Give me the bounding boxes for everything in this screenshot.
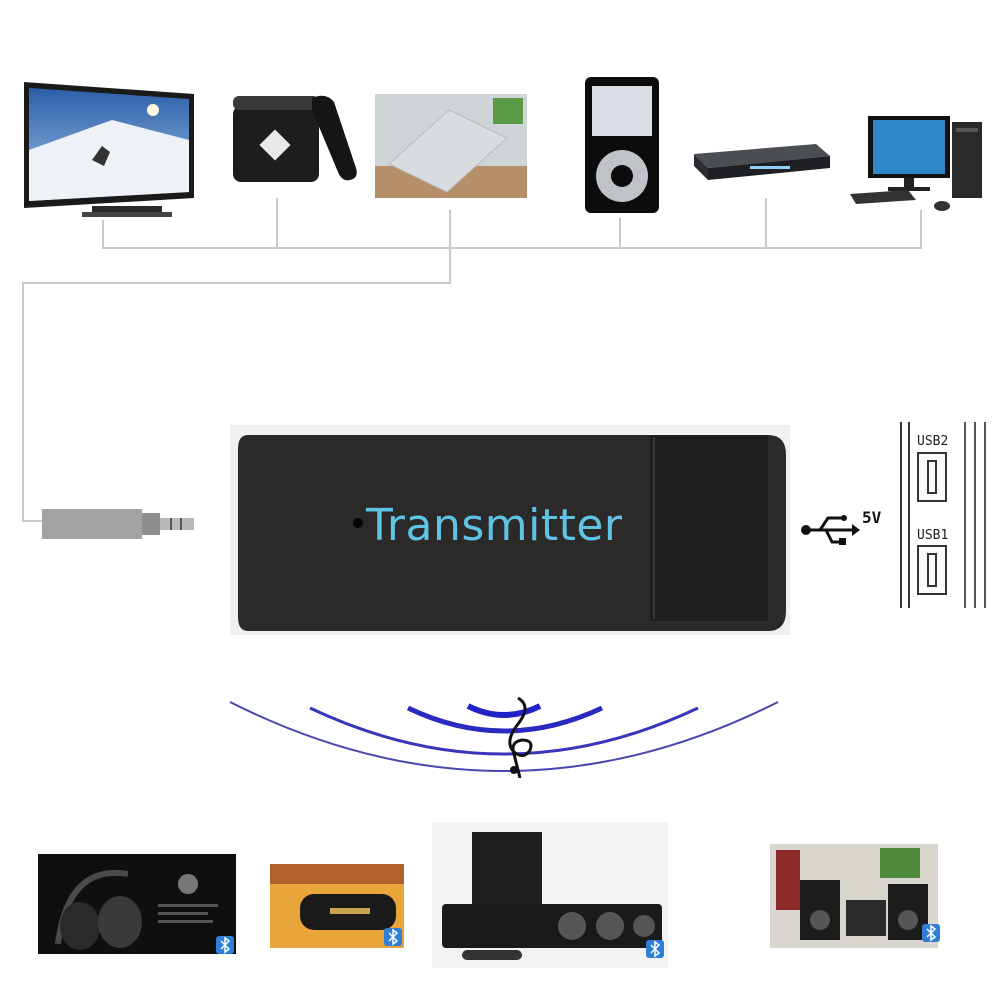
bluetooth-badge-1 <box>216 936 234 954</box>
drop-line-pc <box>920 210 922 248</box>
mp3-player-icon <box>585 77 659 213</box>
bluetooth-badge-4 <box>922 924 940 942</box>
usb2-label: USB2 <box>917 434 949 449</box>
usb-symbol-icon <box>801 515 860 545</box>
audio-jack-icon <box>42 509 194 539</box>
desktop-pc-icon <box>850 116 982 211</box>
headphones-icon <box>38 854 236 954</box>
power-label: 5V <box>862 508 882 527</box>
bluetooth-badge-2 <box>384 928 402 946</box>
drop-line-laptop <box>449 210 451 282</box>
bookshelf-speakers-icon <box>770 844 938 948</box>
bluetooth-badge-3 <box>646 940 664 958</box>
usb2-port[interactable] <box>917 452 947 502</box>
drop-line-tv <box>102 220 104 248</box>
signal-waves <box>229 701 779 772</box>
drop-line-tvbox <box>276 198 278 248</box>
transmitter-dongle <box>230 425 790 635</box>
jack-line-horizontal <box>22 282 451 284</box>
bus-line <box>102 247 922 249</box>
music-note-icon <box>508 696 533 778</box>
usb1-label: USB1 <box>917 528 949 543</box>
dvd-player-icon <box>694 144 830 180</box>
tv-icon <box>24 82 194 217</box>
drop-line-mp3 <box>619 218 621 248</box>
device-label: Transmitter <box>366 500 623 551</box>
tv-box-icon <box>233 95 357 182</box>
laptop-icon <box>375 94 527 198</box>
usb-panel <box>900 422 1000 612</box>
soundbar-icon <box>432 822 668 968</box>
indicator-dot <box>353 518 363 528</box>
drop-line-dvd <box>765 198 767 248</box>
jack-line-vertical <box>22 282 24 522</box>
bluetooth-speaker-icon <box>270 864 404 948</box>
jack-line-end <box>22 520 42 522</box>
usb1-port[interactable] <box>917 545 947 595</box>
